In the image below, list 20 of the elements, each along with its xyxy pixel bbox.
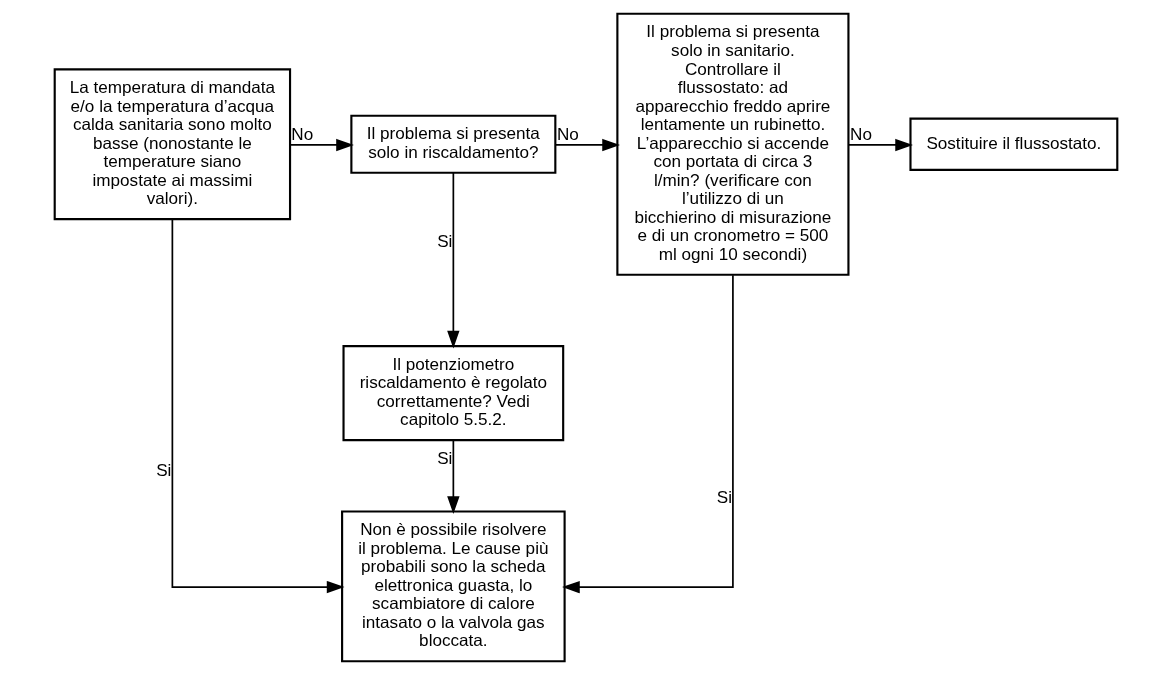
node-box: Sostituire il flussostato.	[909, 117, 1119, 171]
arrow	[447, 439, 460, 514]
edge-label: Si	[716, 488, 732, 508]
arrow	[289, 138, 354, 152]
arrow	[554, 138, 620, 152]
edge-label: No	[556, 125, 579, 145]
arrow	[562, 274, 734, 594]
node-box: La temperatura di mandata e/o la temperatura d’acqua calda sanitaria sono molto basse (nonostante le temperature siano impostate ai massimi valori).	[53, 68, 292, 221]
node-box: Il potenziometro riscaldamento è regolato correttamente? Vedi capitolo 5.5.2.	[342, 345, 565, 442]
edge-label: Si	[437, 232, 453, 252]
node-box: Il problema si presenta solo in sanitario. Controllare il flussostato: ad apparecchio freddo aprire lentamente un rubinetto. L’apparecchio si accende con portata di circa 3 l/min? (verificare con l’utilizzo di un bicchierino di misurazione e di un cronometro = 500 ml ogni 10 secondi)	[616, 12, 850, 276]
edge-label: Si	[156, 461, 172, 481]
node-box: Il problema si presenta solo in riscaldamento?	[350, 114, 557, 174]
node-box: Non è possibile risolvere il problema. Le cause più probabili sono la scheda elettronica guasta, lo scambiatore di calore intasato o la valvola gas bloccata.	[341, 510, 566, 663]
arrow	[447, 171, 460, 349]
arrow	[171, 218, 345, 594]
edge-label: Si	[437, 448, 453, 468]
edge-label: No	[291, 125, 314, 145]
arrow	[847, 138, 913, 152]
edge-label: No	[850, 125, 872, 145]
